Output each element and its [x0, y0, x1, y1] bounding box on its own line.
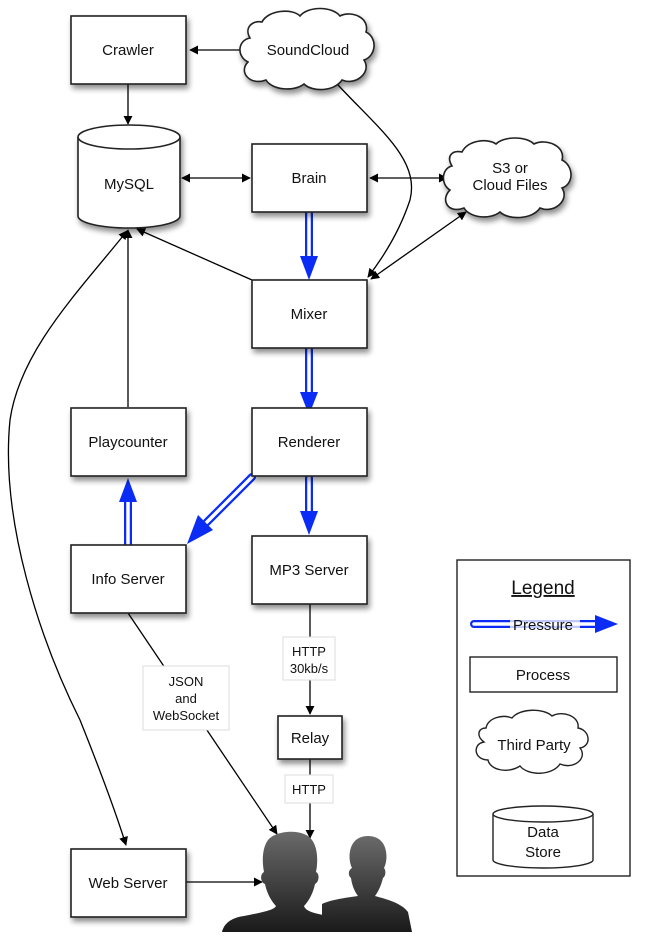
node-label: MP3 Server — [269, 562, 348, 579]
node-label: Info Server — [91, 571, 164, 588]
node-web-server[interactable]: Web Server — [70, 848, 187, 918]
edge-mixer-mysql — [136, 228, 253, 281]
node-label: S3 or — [492, 160, 528, 177]
legend-pressure: Pressure — [470, 615, 618, 634]
node-label: Mixer — [291, 306, 328, 323]
legend-third-party-label: Third Party — [497, 737, 571, 754]
node-s3-cloud-files[interactable]: S3 or Cloud Files — [442, 137, 572, 219]
pressure-arrow-mixer-renderer — [300, 344, 318, 415]
legend-pressure-label: Pressure — [513, 617, 573, 634]
node-info-server[interactable]: Info Server — [70, 544, 187, 614]
legend-data-store: Data Store — [492, 805, 594, 869]
node-playcounter[interactable]: Playcounter — [70, 407, 187, 477]
node-mysql-label: MySQL — [104, 176, 154, 193]
edge-label-line: JSON — [169, 674, 204, 689]
node-label: Cloud Files — [472, 177, 547, 194]
node-label: Relay — [291, 730, 330, 747]
pressure-arrow-infoserver-playcounter — [119, 478, 137, 549]
node-label: Renderer — [278, 434, 341, 451]
node-relay[interactable]: Relay — [277, 715, 343, 760]
cloud-icon — [442, 137, 572, 219]
node-label: Crawler — [102, 42, 154, 59]
cloud-icon — [239, 7, 375, 91]
node-label: SoundCloud — [267, 42, 350, 59]
users-icon — [222, 831, 412, 932]
legend: Legend Pressure Process Third Party Data… — [456, 559, 631, 877]
legend-data-store-label: Data — [527, 824, 559, 841]
cloud-icon — [475, 709, 589, 774]
node-users[interactable] — [222, 831, 412, 932]
pressure-arrow-brain-mixer — [300, 208, 318, 280]
node-brain[interactable]: Brain — [251, 143, 368, 213]
pressure-arrow-renderer-infoserver — [187, 473, 256, 544]
database-icon — [77, 137, 181, 229]
node-label: Playcounter — [88, 434, 167, 451]
legend-process: Process — [469, 656, 618, 693]
legend-data-store-label: Store — [525, 844, 561, 861]
edge-label-json-websocket: JSON and WebSocket — [142, 665, 230, 731]
edge-label-line: HTTP — [292, 782, 326, 797]
edges — [7, 45, 467, 887]
legend-third-party: Third Party — [475, 709, 589, 774]
node-mixer[interactable]: Mixer — [251, 279, 368, 349]
node-crawler[interactable]: Crawler — [70, 15, 187, 85]
edge-label-line: WebSocket — [153, 708, 220, 723]
node-label: Brain — [291, 170, 326, 187]
node-soundcloud[interactable]: SoundCloud — [239, 7, 375, 91]
edge-label-http-30kbs: HTTP 30kb/s — [282, 636, 336, 681]
node-mysql[interactable] — [77, 124, 181, 229]
node-label: Web Server — [89, 875, 168, 892]
edge-mysql-webserver — [7, 230, 128, 846]
edge-label-line: HTTP — [292, 644, 326, 659]
node-mp3-server[interactable]: MP3 Server — [251, 535, 368, 605]
node-renderer[interactable]: Renderer — [251, 407, 368, 477]
edge-label-http: HTTP — [284, 774, 334, 804]
edge-s3-mixer — [370, 211, 467, 280]
edge-label-line: and — [175, 691, 197, 706]
pressure-arrow-renderer-mp3 — [300, 474, 318, 535]
database-icon — [492, 814, 594, 869]
legend-process-label: Process — [516, 667, 570, 684]
edge-label-line: 30kb/s — [290, 661, 329, 676]
legend-title: Legend — [511, 578, 574, 599]
